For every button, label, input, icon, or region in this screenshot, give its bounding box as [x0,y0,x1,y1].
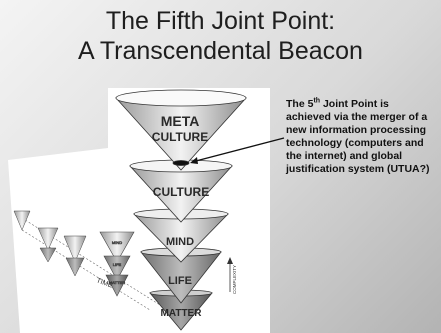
callout-pre: The 5 [286,98,314,110]
main-cone-stack [115,89,247,331]
tiny-cone-1 [13,210,31,231]
cone-meta-culture-label: CULTURE [152,130,208,144]
callout-pointer [190,137,285,164]
small-cone-matter [105,274,129,297]
cone-culture-label: CULTURE [153,185,209,199]
fifth-joint-point [172,160,190,166]
slide-title: The Fifth Joint Point: A Transcendental … [0,6,441,66]
callout-post: Joint Point is achieved via the merger o… [286,98,430,175]
small-cone-life [103,255,131,281]
title-line-2: A Transcendental Beacon [78,37,363,65]
small-cone-stack: MIND LIFE MATTER [99,231,135,297]
small-cones-far [13,210,87,277]
complexity-label: COMPLEXITY [232,265,237,294]
cone-mind-label: MIND [166,236,194,248]
tiny-cone-3 [39,247,57,263]
tiny-cone-2 [37,227,59,251]
cone-matter-label: MATTER [161,308,203,319]
small-cone-mind [99,231,135,263]
small-cone-matter-label: MATTER [109,280,125,285]
cone-meta-label: META [161,113,200,129]
cone-life-label: LIFE [168,275,192,287]
title-line-1: The Fifth Joint Point: [105,7,336,35]
small-cone-life-label: LIFE [113,262,122,267]
time-flow-lines [21,217,161,311]
tiny-cone-5 [65,257,85,277]
callout-sup: th [313,97,321,105]
complexity-axis: COMPLEXITY [227,257,237,294]
callout-text: The 5th Joint Point is achieved via the … [286,98,436,176]
tiny-cone-4 [63,235,87,263]
figure-paper [8,88,270,333]
small-cone-mind-label: MIND [112,240,122,245]
